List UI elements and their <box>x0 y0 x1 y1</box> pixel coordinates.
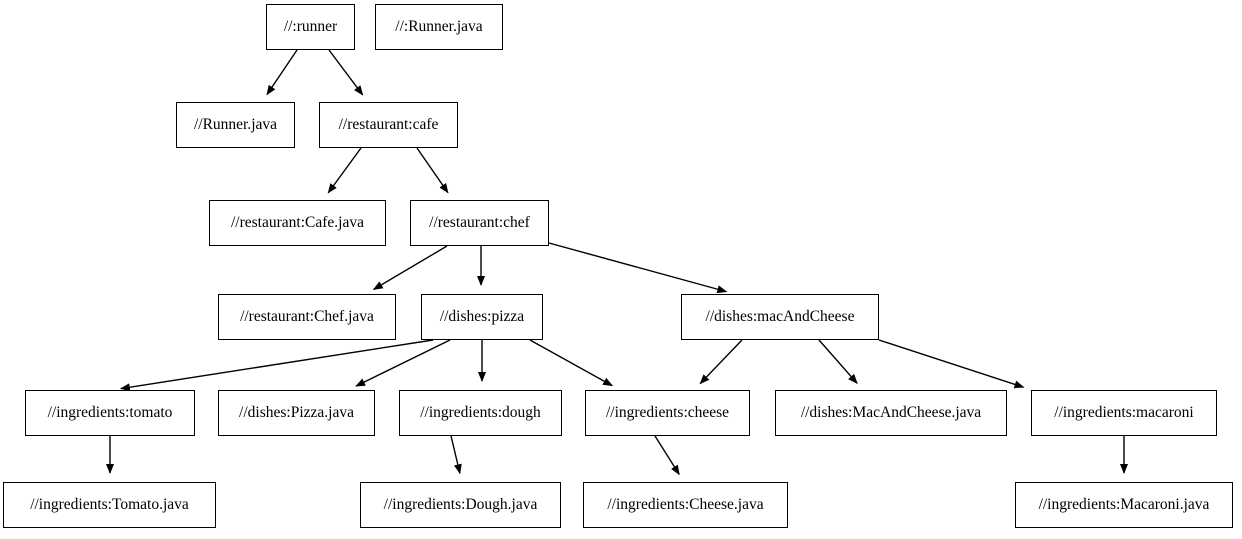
graph-edge-dishes-pizza-to-ingredients-cheese <box>529 339 614 387</box>
graph-node-label: //restaurant:Chef.java <box>240 308 374 326</box>
graph-node-ingredients-dough[interactable]: //ingredients:dough <box>399 390 562 436</box>
graph-node-label: //restaurant:chef <box>429 214 530 232</box>
graph-edge-dishes-pizza-to-ingredients-tomato <box>119 339 434 392</box>
graph-node-dishes-mac-and-cheese[interactable]: //dishes:macAndCheese <box>681 294 879 340</box>
graph-node-restaurant-cafe-java[interactable]: //restaurant:Cafe.java <box>209 200 386 246</box>
graph-edge-runner-to-runner-java <box>266 49 298 96</box>
graph-node-dishes-mac-and-cheese-java[interactable]: //dishes:MacAndCheese.java <box>775 390 1007 436</box>
graph-edge-restaurant-chef-to-restaurant-chef-java <box>372 245 448 291</box>
graph-node-ingredients-tomato-java[interactable]: //ingredients:Tomato.java <box>3 482 216 528</box>
graph-edge-dishes-pizza-to-dishes-pizza-java <box>355 339 451 387</box>
graph-node-restaurant-cafe[interactable]: //restaurant:cafe <box>319 102 458 148</box>
graph-edge-restaurant-cafe-to-restaurant-chef <box>416 147 449 194</box>
graph-node-ingredients-macaroni-java[interactable]: //ingredients:Macaroni.java <box>1015 482 1233 528</box>
graph-node-label: //restaurant:Cafe.java <box>231 214 364 232</box>
graph-node-label: //ingredients:tomato <box>47 404 173 422</box>
graph-node-label: //dishes:pizza <box>439 308 525 326</box>
graph-node-ingredients-dough-java[interactable]: //ingredients:Dough.java <box>360 482 561 528</box>
graph-node-dishes-pizza-java[interactable]: //dishes:Pizza.java <box>218 390 375 436</box>
graph-edge-dishes-mac-and-cheese-to-dishes-mac-and-cheese-java <box>818 339 858 384</box>
graph-node-label: //dishes:Pizza.java <box>239 404 354 422</box>
graph-node-label: //dishes:MacAndCheese.java <box>800 404 982 422</box>
graph-node-label: //ingredients:Cheese.java <box>607 496 764 514</box>
graph-node-label: //ingredients:Dough.java <box>383 496 538 514</box>
graph-node-runner[interactable]: //:runner <box>266 4 355 50</box>
graph-node-restaurant-chef-java[interactable]: //restaurant:Chef.java <box>218 294 396 340</box>
graph-edge-restaurant-cafe-to-restaurant-cafe-java <box>327 147 362 194</box>
graph-edge-ingredients-cheese-to-ingredients-cheese-java <box>654 435 680 476</box>
graph-node-restaurant-chef[interactable]: //restaurant:chef <box>410 200 549 246</box>
graph-node-runner-java[interactable]: //Runner.java <box>176 102 295 148</box>
graph-node-label: //dishes:macAndCheese <box>705 308 855 326</box>
graph-node-ingredients-macaroni[interactable]: //ingredients:macaroni <box>1031 390 1217 436</box>
graph-edge-restaurant-chef-to-dishes-mac-and-cheese <box>548 242 728 294</box>
graph-edge-runner-to-restaurant-cafe <box>328 49 364 96</box>
graph-edge-dishes-mac-and-cheese-to-ingredients-cheese <box>699 339 743 385</box>
graph-node-label: //:Runner.java <box>395 18 483 36</box>
graph-node-ingredients-cheese-java[interactable]: //ingredients:Cheese.java <box>583 482 788 528</box>
graph-node-runner-java-root[interactable]: //:Runner.java <box>375 4 503 50</box>
graph-edge-ingredients-dough-to-ingredients-dough-java <box>450 435 462 475</box>
graph-node-label: //ingredients:Macaroni.java <box>1038 496 1210 514</box>
graph-edge-dishes-mac-and-cheese-to-ingredients-macaroni <box>878 339 1025 389</box>
graph-node-label: //ingredients:dough <box>420 404 541 422</box>
graph-node-label: //Runner.java <box>193 116 278 134</box>
graph-node-label: //ingredients:cheese <box>605 404 730 422</box>
graph-node-label: //ingredients:Tomato.java <box>30 496 189 514</box>
graph-node-dishes-pizza[interactable]: //dishes:pizza <box>421 294 543 340</box>
graph-node-ingredients-tomato[interactable]: //ingredients:tomato <box>25 390 195 436</box>
graph-node-label: //restaurant:cafe <box>338 116 439 134</box>
graph-node-ingredients-cheese[interactable]: //ingredients:cheese <box>585 390 750 436</box>
graph-node-label: //:runner <box>283 18 338 36</box>
graph-node-label: //ingredients:macaroni <box>1054 404 1194 422</box>
